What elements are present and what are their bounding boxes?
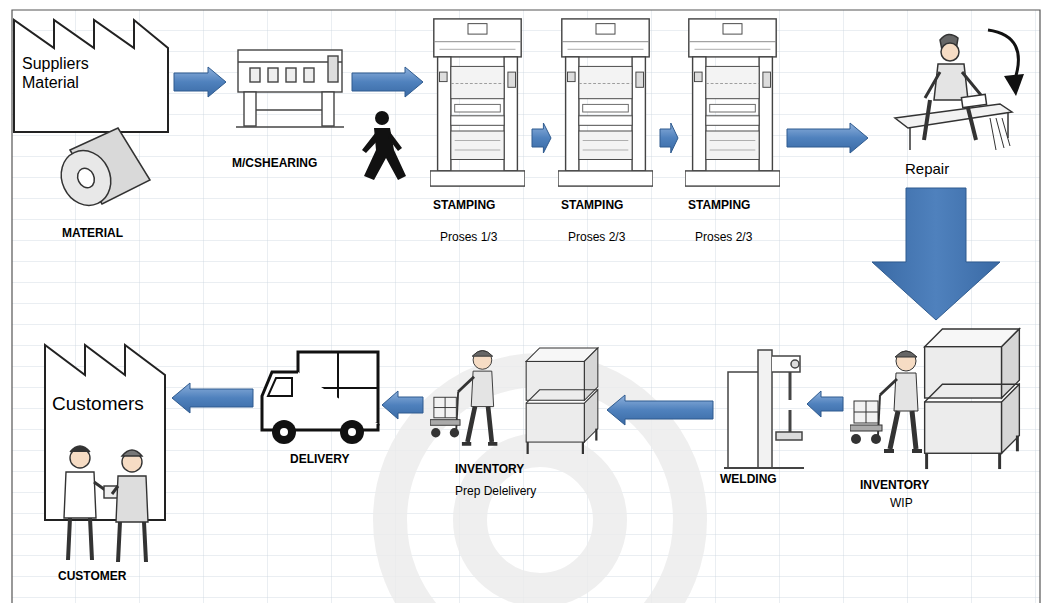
process-node: STAMPING Proses 1/3 <box>425 12 530 257</box>
node-label: STAMPING <box>433 198 495 212</box>
process-node: STAMPING Proses 2/3 <box>553 12 658 257</box>
node-label: Proses 2/3 <box>695 230 752 244</box>
node-label: Proses 2/3 <box>568 230 625 244</box>
node-label: INVENTORY <box>455 462 524 476</box>
process-node: Suppliers Material <box>12 15 172 135</box>
process-node: INVENTORY WIP <box>845 322 1025 512</box>
node-label: Repair <box>905 160 949 178</box>
node-label: M/CSHEARING <box>232 156 317 170</box>
node-label: DELIVERY <box>290 452 350 466</box>
flow-arrow <box>382 391 423 419</box>
flow-arrow <box>172 383 253 413</box>
flow-arrow <box>607 395 713 425</box>
process-node: Repair <box>870 20 1030 185</box>
node-label: Prep Delelivery <box>455 484 536 498</box>
node-label: WELDING <box>720 472 777 486</box>
part-label: MATERIAL <box>62 226 123 240</box>
flow-arrow <box>660 123 678 153</box>
flow-arrow <box>352 67 423 97</box>
node-label: Customers <box>52 393 144 416</box>
node-label: INVENTORY <box>860 478 929 492</box>
node-label: STAMPING <box>688 198 750 212</box>
process-node: WELDING <box>715 340 805 490</box>
flow-arrow <box>807 391 843 417</box>
flow-arrow <box>532 123 551 153</box>
flow-arrow <box>174 67 226 97</box>
process-node: INVENTORY Prep Delelivery <box>425 340 605 505</box>
flow-arrow <box>872 188 1000 320</box>
process-node: STAMPING Proses 2/3 <box>680 12 785 257</box>
flow-arrow <box>787 123 868 153</box>
node-label: Proses 1/3 <box>440 230 497 244</box>
process-node: M/CSHEARING <box>228 40 350 180</box>
node-label: Suppliers Material <box>22 54 140 92</box>
process-node: CustomersCUSTOMER <box>40 340 170 590</box>
process-node: DELIVERY <box>255 345 380 475</box>
node-label: CUSTOMER <box>58 569 126 583</box>
node-label: WIP <box>890 496 913 510</box>
node-label: STAMPING <box>561 198 623 212</box>
